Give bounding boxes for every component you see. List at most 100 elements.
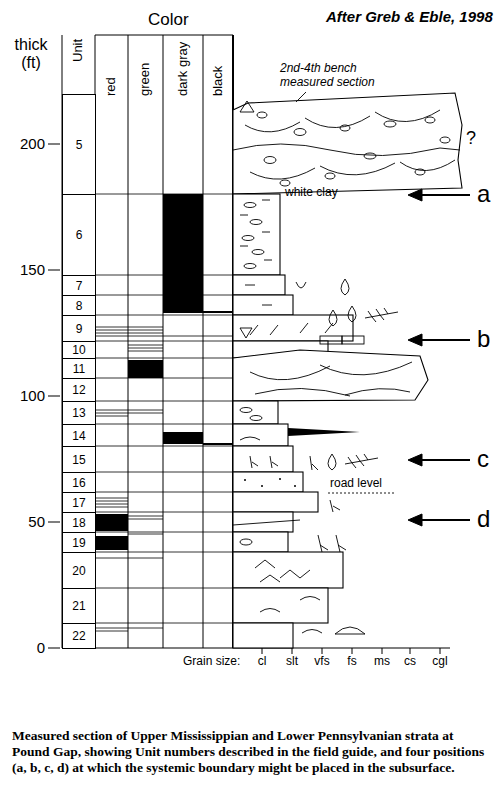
bed-line xyxy=(233,520,300,525)
unit-boundaries xyxy=(95,194,233,623)
conglomerate-bed xyxy=(233,93,462,194)
axis-title: Grain size: xyxy=(183,655,240,669)
arrow-head xyxy=(408,454,422,466)
unit-cell: 18 xyxy=(62,512,96,533)
nodule xyxy=(240,408,252,413)
axis-number: 150 xyxy=(0,261,45,278)
boundary-letter: b xyxy=(477,325,490,353)
sandstone-bed xyxy=(233,552,343,588)
pebble xyxy=(294,129,306,136)
silt-dot xyxy=(294,485,296,487)
sandstone-bed xyxy=(233,492,318,512)
grain-size-ticks xyxy=(262,648,440,654)
plant-fossil-symbol xyxy=(345,308,398,468)
boundary-letter: d xyxy=(477,505,490,533)
silt-dot xyxy=(261,485,263,487)
boundary-letter: c xyxy=(477,445,489,473)
query-mark: ? xyxy=(466,128,476,149)
unit-cell: 10 xyxy=(62,341,96,359)
road-level-note: road level xyxy=(330,477,382,491)
unit-cell: 15 xyxy=(62,446,96,473)
axis-title: thick (ft) xyxy=(8,36,54,73)
trough-cross-beds xyxy=(250,362,412,396)
pebble xyxy=(415,169,425,175)
unit-cell: 6 xyxy=(62,194,96,276)
sandstone-bed xyxy=(233,315,353,341)
color-heading: dark gray xyxy=(176,42,190,96)
siltstone-bed xyxy=(233,588,328,623)
unit-cell: 17 xyxy=(62,492,96,513)
grain-size-label: fs xyxy=(340,655,364,669)
unit-number: 15 xyxy=(72,453,85,467)
pebble xyxy=(340,125,350,131)
unit-number: 16 xyxy=(72,476,85,490)
arrow-shaft xyxy=(418,519,470,521)
wavy-lamination xyxy=(260,597,322,634)
shale-bed xyxy=(233,532,288,552)
unit-number: 20 xyxy=(72,564,85,578)
arrow-shaft xyxy=(418,194,470,196)
column-heading: Unit xyxy=(71,39,85,62)
credit-note: After Greb & Eble, 1998 xyxy=(326,8,493,25)
nodule xyxy=(252,250,264,255)
unit-number: 12 xyxy=(72,383,85,397)
unit-number: 11 xyxy=(73,362,85,376)
unit-number: 13 xyxy=(72,406,85,420)
unit-cell: 7 xyxy=(62,275,96,296)
black-fill xyxy=(203,311,233,313)
grain-size-label: ms xyxy=(370,655,394,669)
unit-cell: 12 xyxy=(62,378,96,402)
pebble xyxy=(264,157,276,164)
pebble xyxy=(364,153,376,159)
grid-line xyxy=(128,35,129,648)
nodule xyxy=(242,236,254,241)
trough-cross-beds xyxy=(245,110,455,179)
lithology xyxy=(233,93,462,648)
root-symbol xyxy=(240,437,318,470)
header-bracket xyxy=(95,35,233,36)
shale-bed xyxy=(233,512,293,532)
sandstone-bed xyxy=(233,350,428,401)
unit-cell: 22 xyxy=(62,623,96,649)
pebble xyxy=(384,121,396,127)
nodule xyxy=(250,416,262,421)
pebble xyxy=(257,112,267,118)
unit-cell: 14 xyxy=(62,424,96,447)
axis-number: 100 xyxy=(0,387,45,404)
pebble xyxy=(325,173,335,179)
unit-cell: 19 xyxy=(62,532,96,553)
axis-number: 0 xyxy=(0,639,45,656)
ripple-lamination xyxy=(255,560,310,582)
shale-bed xyxy=(233,424,288,446)
figure-caption: Measured section of Upper Mississippian … xyxy=(12,728,488,777)
triangle-marker xyxy=(240,101,254,112)
grain-size-label: cgl xyxy=(428,655,452,669)
unit-cell: 5 xyxy=(62,94,96,195)
shale-bed xyxy=(233,401,278,424)
unit-cell: 9 xyxy=(62,315,96,342)
silt-dot xyxy=(279,478,281,480)
unit-number: 21 xyxy=(72,599,85,613)
triangle-marker xyxy=(240,328,252,338)
unit-number: 19 xyxy=(72,536,85,550)
road-level-line xyxy=(328,493,394,494)
lamination-dashes xyxy=(240,200,272,305)
color-heading: black xyxy=(211,66,225,96)
column-heading: Color xyxy=(148,10,189,30)
coal-tongue-shape xyxy=(288,428,360,436)
unit-cell: 8 xyxy=(62,295,96,316)
lithology-note: white clay xyxy=(285,186,338,200)
boundary-letter: a xyxy=(477,180,490,208)
boundary-arrows xyxy=(408,189,470,526)
nodule xyxy=(250,220,262,225)
green-fill xyxy=(128,360,163,378)
axis-ticks xyxy=(48,144,60,648)
unit-cell: 13 xyxy=(62,401,96,425)
red-fill xyxy=(95,536,128,550)
siltstone-bed xyxy=(233,472,303,492)
silt-dot xyxy=(244,479,246,481)
shell-symbol xyxy=(335,627,365,634)
dark-gray-fill xyxy=(163,432,203,444)
bed-box xyxy=(320,336,342,344)
